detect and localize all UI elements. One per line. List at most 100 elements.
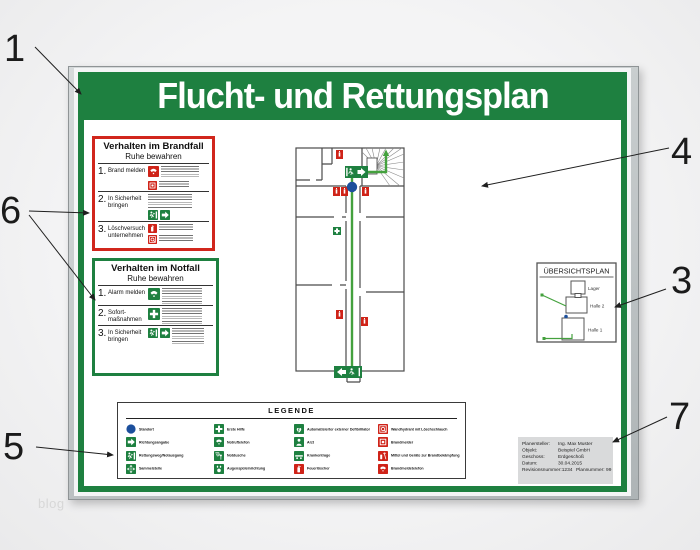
brandbekaempfung-icon (378, 451, 388, 461)
brandfall-step-2: 2. In Sicherheit bringen (98, 191, 209, 221)
step-number: 2. (98, 308, 107, 319)
defibrillator-icon (294, 424, 304, 434)
legend-label: Krankentrage (307, 453, 331, 458)
legend-label: Brandmeldetelefon (391, 466, 424, 472)
legend-label: Automatisierter externer Defibrillator (307, 426, 371, 432)
legend-label: Richtungsangabe (139, 440, 170, 445)
info-row: Objekt: Beispiel GmbH (522, 447, 612, 454)
info-label: Geschoss: (522, 453, 545, 460)
standort-icon (126, 424, 136, 434)
brandmelder-icon (148, 181, 157, 190)
callout-7: 7 (669, 396, 691, 438)
legend-item: Brandmelder (378, 436, 457, 448)
emergency-exit-icon (148, 210, 158, 220)
legend-item: Augenspüleinrichtung (214, 463, 294, 475)
brandfall-step-1: 1. Brand melden (98, 164, 209, 191)
brandmeldetelefon-icon (378, 464, 388, 474)
notfall-step-2: 2. Sofort- maßnahmen (98, 305, 213, 325)
wandhydrant-icon (378, 424, 388, 434)
step-number: 3. (98, 224, 107, 235)
overview-escape-routes (540, 293, 573, 340)
info-value: 1234 (561, 467, 573, 473)
legend-title: LEGENDE (126, 405, 457, 419)
krankentrage-icon (294, 451, 304, 461)
legend-label: Arzt (307, 440, 315, 445)
info-label: Revisionsnummer: (522, 467, 562, 473)
legend-label: Augenspüleinrichtung (227, 466, 266, 472)
step-label: Alarm melden (108, 290, 146, 296)
info-label: Objekt: (522, 447, 538, 453)
notfall-step-1: 1. Alarm melden (98, 286, 213, 305)
notfall-subtitle: Ruhe bewahren (98, 274, 213, 286)
legend-label: Erste Hilfe (227, 426, 245, 432)
floor-plan (290, 142, 412, 388)
info-label: Datum: (522, 460, 538, 466)
info-value: Erdgeschoß (558, 453, 584, 460)
step-label: Sofort- maßnahmen (108, 310, 142, 323)
building-label: Halle 1 (588, 328, 603, 333)
legend-box: LEGENDE Standort Richtungsangabe Rettung… (117, 402, 466, 479)
info-value: Beispiel GmbH (558, 447, 591, 453)
legend-item: Mittel und Geräte zur Brandbekämpfung (378, 450, 460, 462)
legend-item: Automatisierter externer Defibrillator (294, 423, 378, 435)
info-label: Plannummer: (576, 467, 605, 473)
legend-label: Mittel und Geräte zur Brandbekämpfung (391, 453, 460, 458)
legend-item: Sammelstelle (126, 463, 214, 475)
feuerloescher-icon (294, 464, 304, 474)
rettungsweg-notausgang-icon (126, 451, 136, 461)
brandfall-step-3: 3. Löschversuch unternehmen (98, 221, 209, 245)
feuerloescher-icon (148, 224, 157, 233)
step-label: Brand melden (108, 168, 146, 174)
overview-standort-marker (564, 314, 568, 319)
poster-title-bar: Flucht- und Rettungsplan (78, 72, 627, 120)
info-row: Geschoss: Erdgeschoß (522, 453, 612, 460)
escape-route (350, 149, 390, 372)
info-value: 99 (606, 467, 612, 473)
step-number: 1. (98, 288, 107, 299)
info-value: 30.04.2015 (558, 460, 583, 466)
watermark: blog (38, 496, 65, 511)
wandhydrant-icon (148, 235, 157, 244)
legend-item: Arzt (294, 436, 378, 448)
step-number: 2. (98, 194, 107, 205)
callout-6: 6 (0, 190, 22, 232)
legend-label: Standort (139, 426, 154, 432)
fire-phone-icon (148, 166, 159, 177)
legend-item: Notdusche (214, 450, 294, 462)
step-label: Löschversuch unternehmen (108, 226, 146, 239)
brandmelder-icon (378, 437, 388, 447)
building-label: Halle 2 (590, 304, 605, 309)
legend-item: Rettungsweg/Notausgang (126, 450, 214, 462)
building-label: Lager (588, 286, 600, 291)
standort-marker (346, 181, 358, 193)
first-aid-plan-icon (333, 227, 341, 235)
callout-4: 4 (671, 131, 693, 173)
step-number: 1. (98, 166, 107, 177)
legend-label: Notdusche (227, 453, 246, 458)
legend-label: Wandhydrant mit Löschschlauch (391, 426, 448, 432)
stairs-icon (361, 147, 405, 187)
step-number: 3. (98, 328, 107, 339)
notfall-title: Verhalten im Notfall (111, 263, 200, 274)
info-label: Planersteller: (522, 440, 551, 446)
sammelstelle-icon (126, 464, 136, 474)
notdusche-icon (214, 451, 224, 461)
direction-arrow-icon (160, 328, 170, 338)
callout-5: 5 (3, 426, 25, 468)
legend-item: Wandhydrant mit Löschschlauch (378, 423, 457, 435)
legend-label: Sammelstelle (139, 466, 163, 472)
step-label: In Sicherheit bringen (108, 330, 142, 343)
poster-title: Flucht- und Rettungsplan (156, 75, 549, 116)
legend-label: Feuerlöscher (307, 466, 330, 472)
legend-item: Erste Hilfe (214, 423, 294, 435)
legend-item: Standort (126, 423, 214, 435)
legend-label: Brandmelder (391, 440, 414, 445)
callout-3: 3 (671, 260, 693, 302)
legend-label: Notruftelefon (227, 440, 250, 445)
uebersichtsplan: ÜBERSICHTSPLAN Lager Halle 2 Halle 1 (536, 262, 617, 343)
erste-hilfe-icon (214, 424, 224, 434)
verhalten-im-brandfall-box: Verhalten im Brandfall Ruhe bewahren 1. … (92, 136, 215, 251)
richtungsangabe-icon (126, 437, 136, 447)
